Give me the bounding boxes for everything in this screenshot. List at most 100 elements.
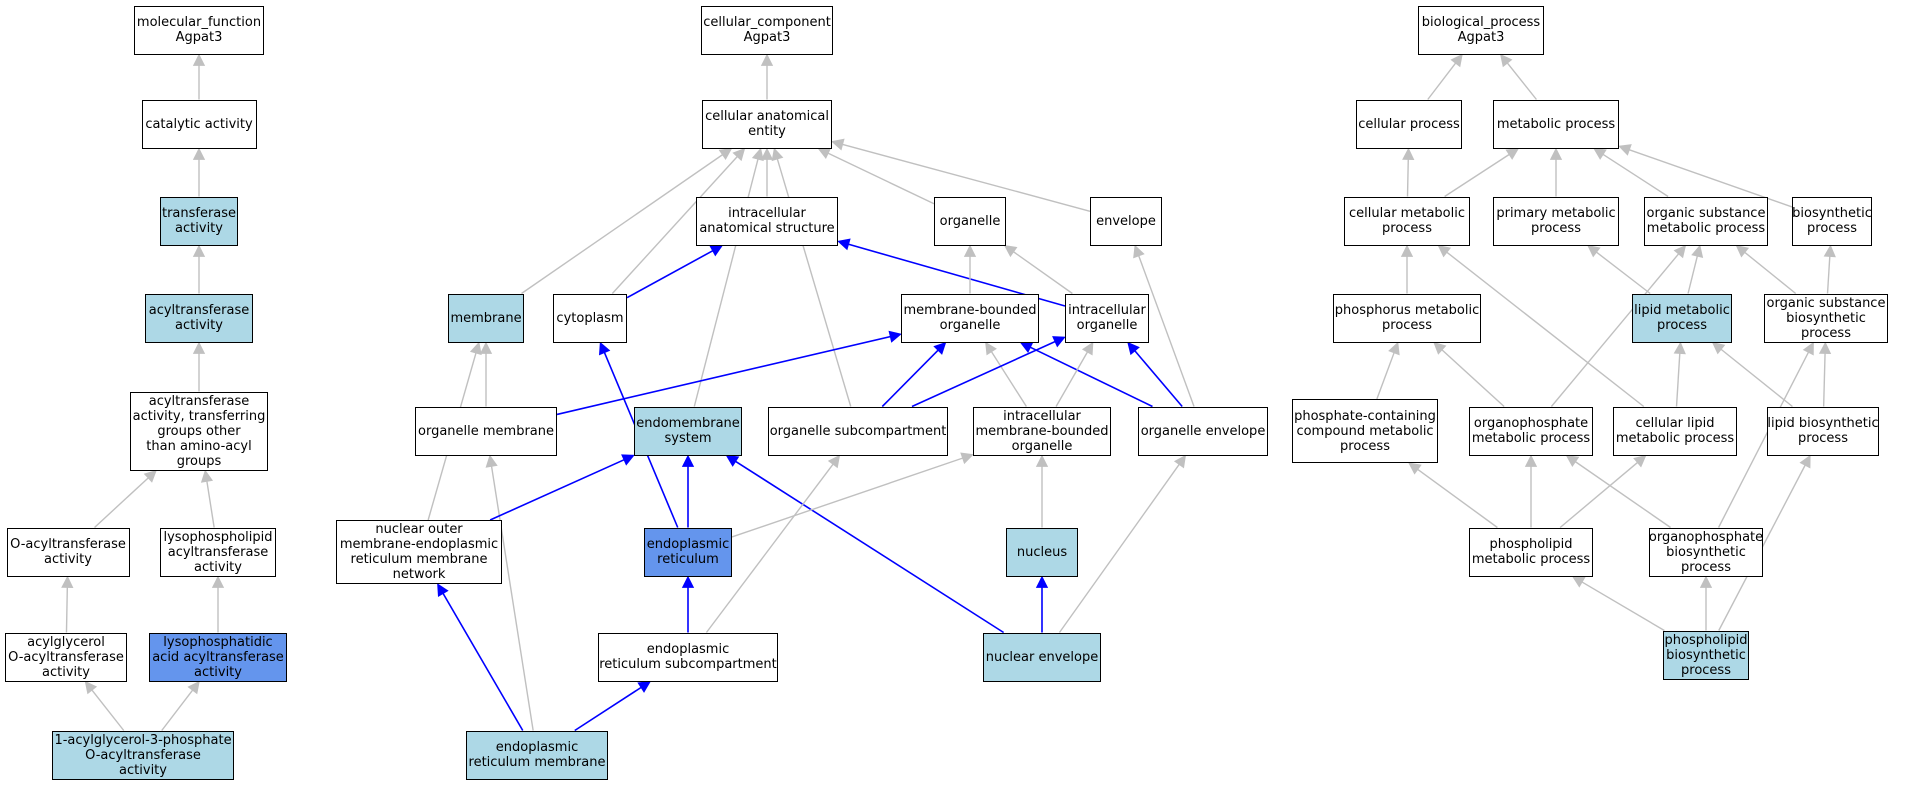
edge-arrowhead <box>1673 341 1686 355</box>
node-label-line: phospholipid <box>1664 632 1748 648</box>
node-label-line: biological_process <box>1421 15 1541 30</box>
edge-orgphos-bio-to-org-sub-bio <box>1717 351 1810 528</box>
edge-acylglycerol-to-o-acyl <box>65 587 69 633</box>
edge-lysophospholipid-to-acyl-other <box>206 481 215 528</box>
edge-orgphos-bio-to-orgphos-met <box>1575 461 1671 529</box>
edge-lipid-bio-to-org-sub-bio <box>1822 353 1826 407</box>
node-label-line: acylglycerol <box>27 634 105 650</box>
edge-arrowhead <box>1173 454 1187 469</box>
node-label-line: Agpat3 <box>1457 30 1505 45</box>
node-label-line: membrane-bounded <box>903 303 1037 318</box>
edge-arrowhead <box>192 53 206 66</box>
node-label-line: process <box>1798 431 1848 446</box>
node-label-line: biosynthetic <box>1786 310 1866 326</box>
node-org-membrane: organelle membrane <box>415 406 557 456</box>
edge-lipid-met-to-prim-met <box>1596 251 1651 295</box>
edge-arrowhead <box>1437 244 1452 258</box>
edge-arrowhead <box>1699 575 1713 588</box>
node-label-line: anatomical structure <box>699 221 835 236</box>
node-org-envelope: organelle envelope <box>1138 406 1268 456</box>
node-label-line: reticulum <box>657 552 719 567</box>
edge-arrowhead <box>1802 341 1814 356</box>
edge-arrowhead <box>1711 341 1726 355</box>
node-label-line: metabolic process <box>1471 552 1591 567</box>
edge-arrowhead <box>888 330 902 343</box>
edge-phospholipid-bio-to-phospholipid-met <box>1581 581 1665 632</box>
node-nucleus: nucleus <box>1006 527 1078 577</box>
node-label-line: acyltransferase <box>148 303 250 318</box>
node-label-line: phosphorus metabolic <box>1334 303 1480 318</box>
edge-lipid-met-to-org-sub-met <box>1687 256 1698 294</box>
edge-org-envelope-to-io <box>1134 350 1183 408</box>
edge-organelle-to-cae <box>827 152 935 205</box>
node-label-line: organic substance <box>1646 206 1766 221</box>
node-label-line: molecular_function <box>136 15 262 30</box>
node-label-line: endomembrane <box>636 416 740 431</box>
node-label-line: organelle subcompartment <box>769 423 947 439</box>
edge-arrowhead <box>1818 341 1832 355</box>
edge-er-membrane-to-er-subcomp <box>574 686 642 732</box>
edge-arrowhead <box>84 680 98 695</box>
edge-arrowhead <box>1388 341 1400 356</box>
node-label-line: endoplasmic <box>646 537 730 552</box>
node-envelope: envelope <box>1090 196 1162 246</box>
edge-arrowhead <box>837 238 851 251</box>
edge-arrowhead <box>1450 53 1463 68</box>
edge-arrowhead <box>437 583 449 597</box>
node-label-line: activity <box>194 664 242 680</box>
node-label-line: process <box>1382 221 1432 236</box>
node-label-line: activity <box>119 762 167 778</box>
node-label-line: Agpat3 <box>743 30 791 45</box>
edge-arrowhead <box>1593 148 1607 160</box>
node-org-subcomp: organelle subcompartment <box>768 406 948 456</box>
node-label-line: activity, transferring <box>132 408 266 424</box>
node-label-line: activity <box>44 552 92 567</box>
node-label-line: activity <box>194 559 242 575</box>
node-label-line: groups <box>176 453 222 469</box>
node-nuc-envelope: nuclear envelope <box>983 632 1101 682</box>
node-label-line: metabolic process <box>1615 431 1735 446</box>
edge-arrowhead <box>1408 462 1422 475</box>
edge-arrowhead <box>1052 336 1066 348</box>
edge-org-envelope-to-mbo <box>1030 346 1153 408</box>
edge-arrowhead <box>1081 341 1094 356</box>
node-label-line: endoplasmic <box>495 740 579 755</box>
edge-arrowhead <box>1735 244 1750 258</box>
node-label-line: entity <box>748 124 786 139</box>
node-label-line: groups other <box>157 423 241 439</box>
node-cytoplasm: cytoplasm <box>553 293 627 343</box>
edge-arrowhead <box>1499 53 1513 68</box>
edge-envelope-to-cae <box>842 143 1091 212</box>
node-label-line: process <box>1340 438 1390 454</box>
edge-arrowhead <box>485 454 498 468</box>
edge-arrowhead <box>1587 244 1601 258</box>
edge-arrowhead <box>143 469 157 483</box>
node-label-line: intracellular <box>1068 303 1146 318</box>
edge-arrowhead <box>718 147 733 161</box>
node-label-line: lipid biosynthetic <box>1767 416 1879 431</box>
edge-arrowhead <box>1799 454 1811 469</box>
edge-er-subcomp-to-org-subcomp <box>705 463 834 633</box>
node-label-line: cellular_component <box>703 15 831 30</box>
node-label-line: activity <box>175 318 223 333</box>
node-label-line: organelle <box>1076 318 1138 333</box>
edge-arrowhead <box>187 680 200 695</box>
node-label-line: envelope <box>1096 213 1156 229</box>
edge-arrowhead <box>192 147 206 160</box>
edge-org-sub-bio-to-org-sub-met <box>1744 251 1797 295</box>
